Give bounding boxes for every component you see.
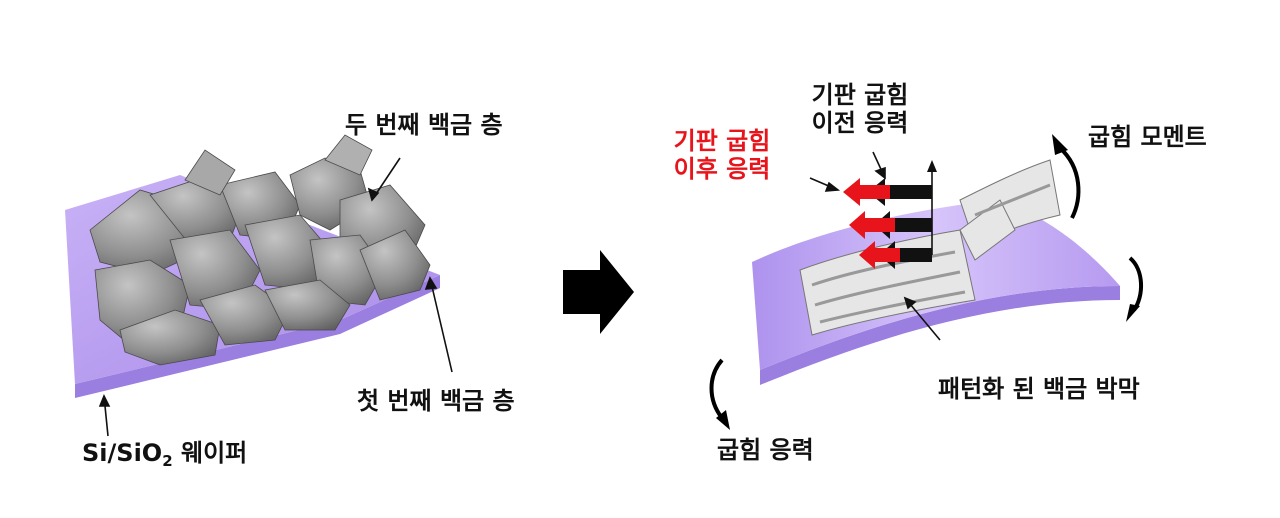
stress-after-line2: 이후 응력 xyxy=(673,154,771,183)
stress-after-label: 기판 굽힘 이후 응력 xyxy=(662,127,782,183)
wafer-side xyxy=(75,275,440,398)
patterned-pt-film-label: 패턴화 된 백금 박막 xyxy=(938,375,1140,403)
stress-before-line1: 기판 굽힘 xyxy=(811,81,909,109)
wafer-label-subscript: 2 xyxy=(162,452,173,470)
platinum-grains xyxy=(89,134,431,366)
process-arrow xyxy=(563,250,634,334)
substrate-side xyxy=(760,286,1120,385)
stress-before-line2: 이전 응력 xyxy=(811,108,909,137)
stress-after-line1: 기판 굽힘 xyxy=(673,127,771,155)
after-arrows xyxy=(843,178,900,269)
first-pt-layer-label: 첫 번째 백금 층 xyxy=(357,387,515,415)
second-pt-layer-label: 두 번째 백금 층 xyxy=(345,111,503,139)
bending-moment-label: 굽힘 모멘트 xyxy=(1088,123,1207,151)
wafer-with-grains xyxy=(65,134,440,398)
stress-before-label: 기판 굽힘 이전 응력 xyxy=(800,81,920,137)
wafer-label-suffix: 웨이퍼 xyxy=(172,439,248,467)
right-leader-lines xyxy=(809,151,941,341)
stress-arrows xyxy=(843,160,937,269)
wafer-label-prefix: Si/SiO xyxy=(82,439,163,467)
wafer-label: Si/SiO2 웨이퍼 xyxy=(82,439,248,470)
bending-stress-label: 굽힘 응력 xyxy=(717,436,814,464)
moment-arrowheads xyxy=(716,134,1140,430)
left-leader-lines xyxy=(98,157,453,437)
